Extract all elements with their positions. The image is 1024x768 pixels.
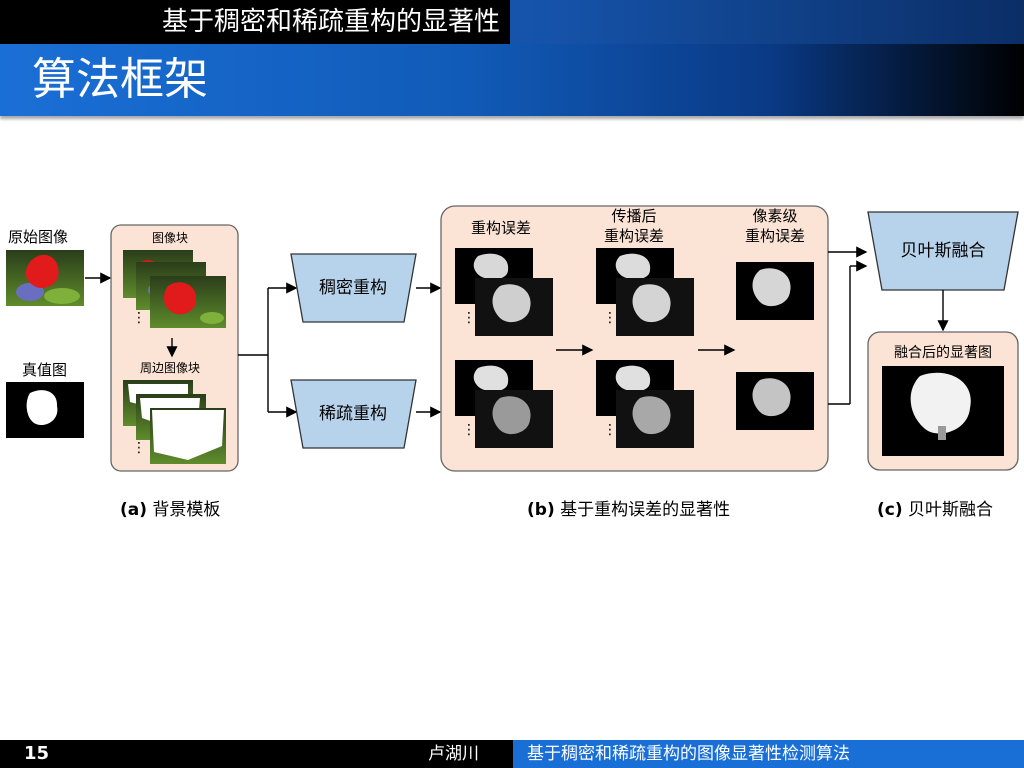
fused-saliency-map [882,366,1004,456]
pixel-error-label-line1: 像素级 [752,207,797,225]
sparse-pixel-map [736,372,814,430]
footer-bar: 15 卢湖川 基于稠密和稀疏重构的图像显著性检测算法 [0,740,1024,768]
input-image [6,250,84,306]
dense-recon-error-maps [455,248,553,336]
surround-block-label: 周边图像块 [140,361,200,375]
bayes-fusion-block [867,211,1019,291]
sparse-recon-error-maps [455,360,553,448]
caption-a: (a) 背景模板 [120,495,220,520]
caption-c: (c) 贝叶斯融合 [877,495,993,520]
caption-c-text: 贝叶斯融合 [908,500,994,520]
image-block-stack [123,250,226,328]
sparse-propagated-maps [596,360,694,448]
caption-b-text: 基于重构误差的显著性 [560,500,731,520]
slide-title-band: 算法框架 [0,44,1024,116]
gt-label: 真值图 [22,361,67,379]
prop-error-label-line2: 重构误差 [604,227,664,245]
prop-error-label-line1: 传播后 [611,207,656,225]
dense-maps-dots: ⋮ [462,310,476,326]
image-block-dots: ⋮ [132,310,146,326]
caption-a-prefix: (a) [120,500,148,520]
footer-author: 卢湖川 [428,744,479,764]
top-header-title: 基于稠密和稀疏重构的显著性 [0,0,510,44]
sparse-maps-dots: ⋮ [462,422,476,438]
caption-a-text: 背景模板 [152,500,221,520]
recon-error-label: 重构误差 [471,219,531,237]
ground-truth-image [6,382,84,438]
framework-diagram: 原始图像 真值图 图像块 ⋮ 周边图像块 ⋮ 稠密重构 [6,205,1019,472]
sparse-label: 稀疏重构 [319,404,387,424]
caption-b: (b) 基于重构误差的显著性 [527,495,730,520]
footer-title: 基于稠密和稀疏重构的图像显著性检测算法 [513,740,1024,768]
image-block-label: 图像块 [152,231,188,245]
dense-label: 稠密重构 [319,278,387,298]
slide-title: 算法框架 [32,54,208,105]
surround-block-dots: ⋮ [132,440,146,456]
dense-reconstruction-block [290,253,417,323]
dense-prop-dots: ⋮ [603,310,617,326]
input-image-label: 原始图像 [8,228,68,246]
pixel-error-label-line2: 重构误差 [745,227,805,245]
caption-b-prefix: (b) [527,500,555,520]
sparse-reconstruction-block [290,379,417,449]
bayes-label: 贝叶斯融合 [901,241,986,261]
dense-propagated-maps [596,248,694,336]
top-header-bar: 基于稠密和稀疏重构的显著性 [0,0,1024,44]
sparse-prop-dots: ⋮ [603,422,617,438]
page-number: 15 [24,743,50,764]
dense-pixel-map [736,262,814,320]
fused-label: 融合后的显著图 [894,345,992,361]
surround-block-stack [123,380,226,464]
caption-c-prefix: (c) [877,500,903,520]
